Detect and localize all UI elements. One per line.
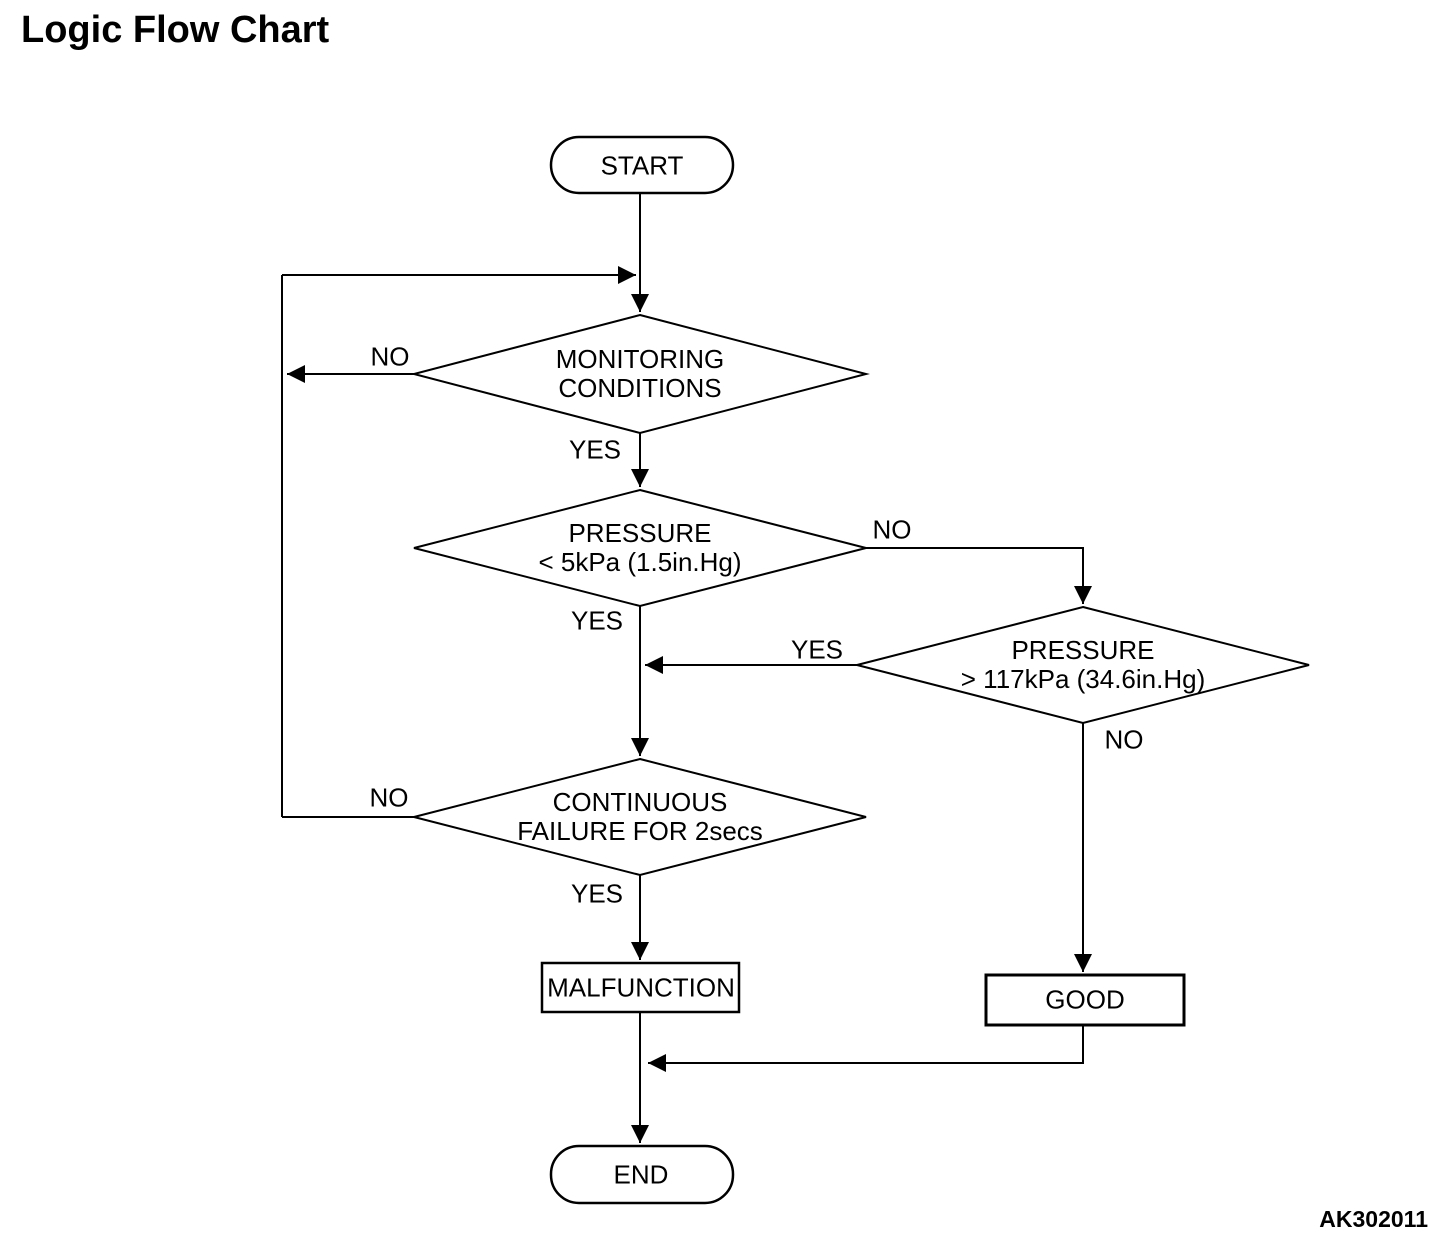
malfunction-node-shape — [540, 961, 741, 1014]
decision-pressure-low-line2: < 5kPa (1.5in.Hg) — [538, 547, 742, 577]
branch-label-pressure-low-yes: YES — [570, 605, 624, 636]
end-node-label: END — [613, 1159, 669, 1190]
connector-good-merge — [648, 1025, 1084, 1072]
good-node-shape — [984, 973, 1186, 1027]
decision-continuous-label: CONTINUOUS FAILURE FOR 2secs — [517, 788, 763, 846]
decision-continuous-line2: FAILURE FOR 2secs — [517, 816, 763, 846]
branch-label-pressure-low-no: NO — [872, 514, 912, 545]
decision-monitoring-line2: CONDITIONS — [558, 373, 722, 403]
start-node-shape — [549, 135, 735, 195]
page-title: Logic Flow Chart — [21, 9, 330, 51]
decision-continuous-shape — [413, 757, 867, 877]
end-node-shape — [549, 1144, 735, 1205]
decision-pressure-low-line1: PRESSURE — [568, 518, 712, 548]
figure-code: AK302011 — [1319, 1206, 1428, 1232]
branch-label-monitoring-yes: YES — [568, 434, 622, 465]
branch-label-pressure-high-yes: YES — [790, 634, 844, 665]
connector-pressure-low-no — [866, 547, 1092, 604]
branch-label-pressure-high-no: NO — [1104, 724, 1144, 755]
start-node-label: START — [600, 150, 684, 181]
branch-label-continuous-yes: YES — [570, 878, 624, 909]
good-node-label: GOOD — [1045, 984, 1125, 1015]
branch-label-continuous-no: NO — [369, 782, 409, 813]
decision-pressure-high-line1: PRESSURE — [1011, 635, 1155, 665]
decision-continuous-line1: CONTINUOUS — [552, 787, 728, 817]
decision-monitoring-line1: MONITORING — [555, 344, 725, 374]
decision-pressure-high-line2: > 117kPa (34.6in.Hg) — [960, 664, 1206, 694]
decision-pressure-low-shape — [413, 488, 867, 608]
malfunction-node-label: MALFUNCTION — [547, 972, 735, 1003]
branch-label-monitoring-no: NO — [370, 341, 410, 372]
decision-monitoring-shape — [410, 313, 870, 435]
decision-pressure-high-label: PRESSURE > 117kPa (34.6in.Hg) — [961, 636, 1206, 694]
decision-pressure-high-shape — [856, 605, 1310, 725]
decision-pressure-low-label: PRESSURE < 5kPa (1.5in.Hg) — [538, 519, 741, 577]
decision-monitoring-label: MONITORING CONDITIONS — [556, 345, 725, 403]
